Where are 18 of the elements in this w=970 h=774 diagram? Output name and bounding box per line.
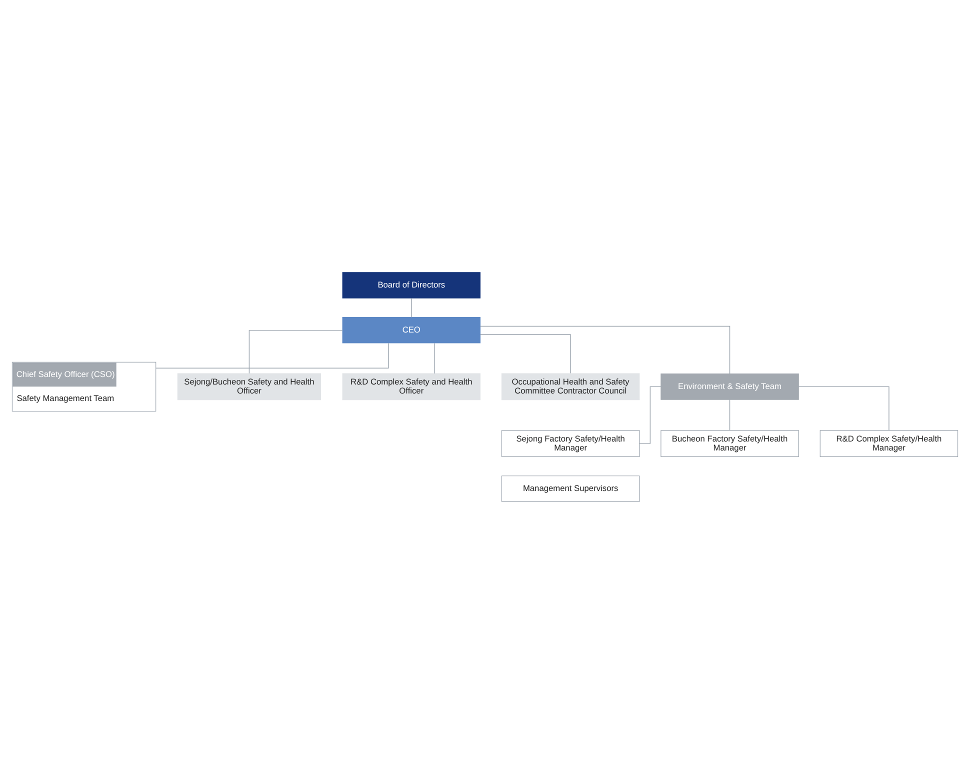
node-box: Board of Directors [342,272,480,298]
node-box: Sejong/Bucheon Safety and Health Officer [177,373,322,400]
node-box: R&D Complex Safety/Health Manager [820,430,958,458]
connector [248,330,343,374]
node-box: Environment & Safety Team [660,374,799,400]
connector [411,298,412,318]
node-box: Bucheon Factory Safety/Health Manager [660,430,799,458]
connector [729,399,730,431]
connector [480,334,571,374]
connector [798,386,890,431]
connector [480,326,730,374]
node-box: R&D Complex Safety and Health Officer [342,373,480,400]
node-box: Management Supervisors [501,476,640,502]
node-box: CEO [342,316,480,344]
node-box: Sejong Factory Safety/Health Manager [501,430,640,458]
node-box: Occupational Health and Safety Committee Contractor Council [501,373,640,400]
connector [434,342,435,374]
connector [156,342,389,368]
